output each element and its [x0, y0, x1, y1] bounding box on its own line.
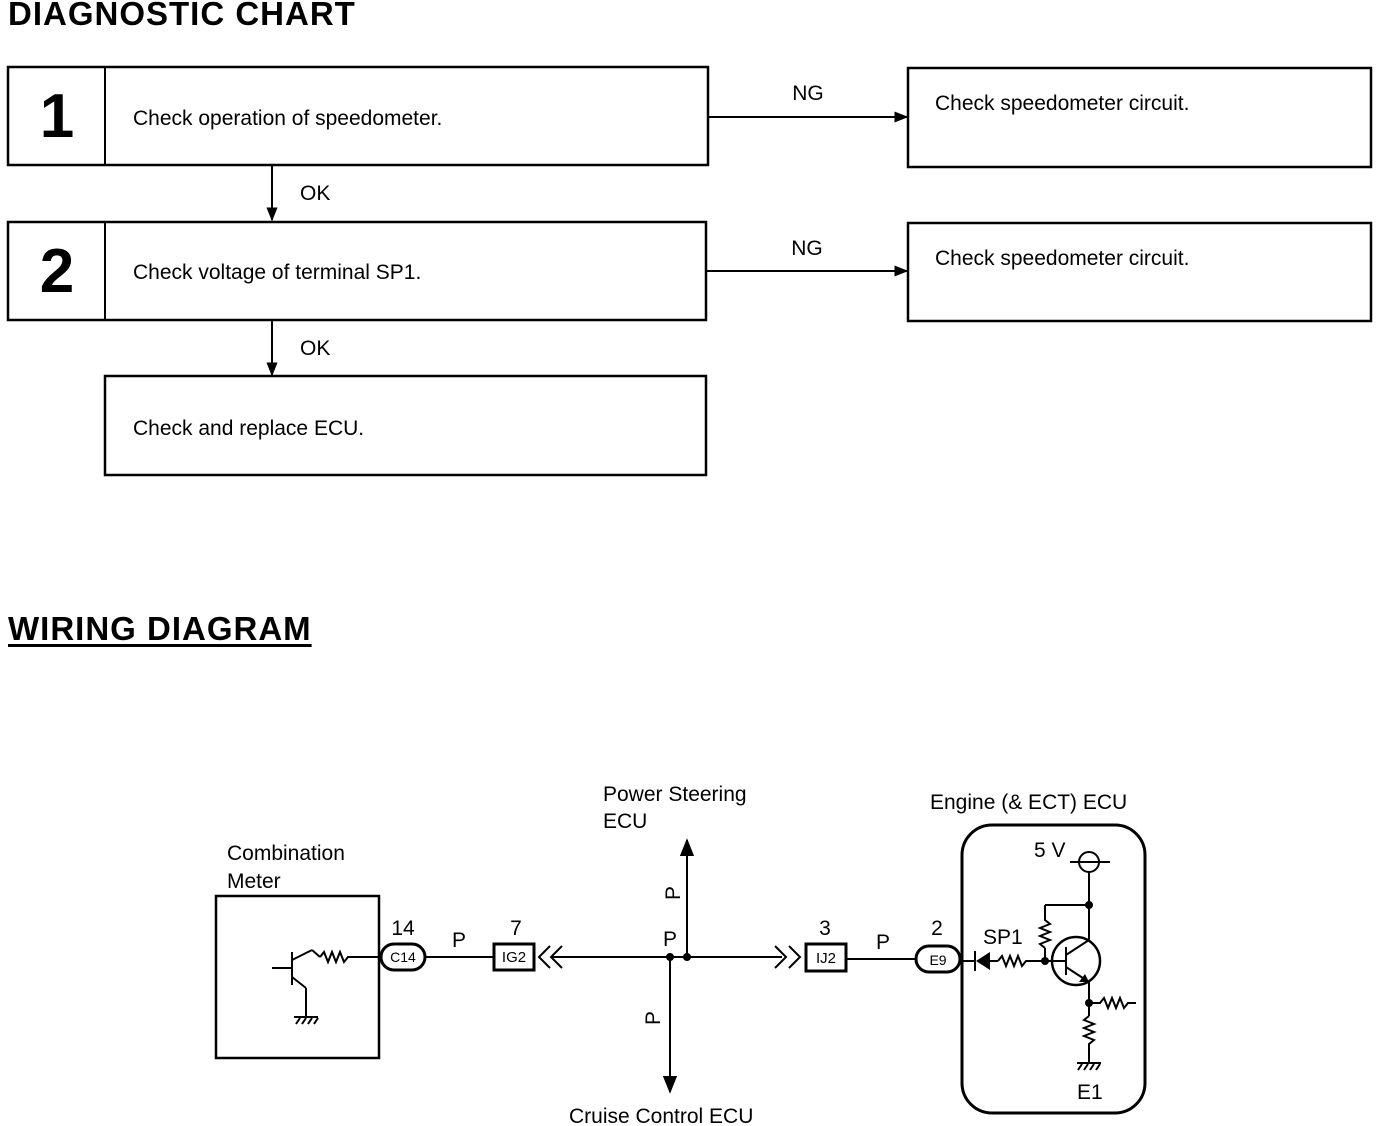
wiring-diagram-title: WIRING DIAGRAM	[8, 610, 312, 647]
voltage-source-icon	[1070, 851, 1110, 873]
final-step-text: Check and replace ECU.	[133, 417, 364, 440]
step-2-number: 2	[40, 237, 74, 306]
ground-icon	[1077, 1062, 1101, 1071]
step-2-ng-result: Check speedometer circuit.	[906, 221, 1373, 323]
ecu-transistor-icon	[1045, 905, 1102, 1003]
combination-meter-label-1: Combination	[227, 842, 345, 865]
step-1-box	[6, 65, 710, 167]
connector-ij2-label: IJ2	[816, 950, 836, 967]
connector-c14-pin: 14	[391, 917, 415, 940]
voltage-label: 5 V	[1034, 839, 1066, 862]
step-1-ng-result-text: Check speedometer circuit.	[935, 92, 1189, 115]
cruise-control-ecu-label: Cruise Control ECU	[569, 1105, 753, 1126]
pullup-resistor-icon	[1037, 905, 1053, 949]
connector-e9-pin: 2	[931, 917, 943, 940]
step-1-ng-label: NG	[792, 82, 824, 105]
connector-ig2-pin: 7	[510, 917, 522, 940]
connector-ig2: 7 IG2	[492, 917, 563, 972]
diagnostic-chart-title: DIAGNOSTIC CHART	[8, 0, 356, 32]
terminal-sp1-label: SP1	[983, 926, 1023, 949]
combination-meter-label-2: Meter	[227, 870, 281, 893]
input-resistor-icon	[997, 953, 1045, 969]
power-steering-ecu-label-1: Power Steering	[603, 783, 747, 806]
connector-c14: 14 C14	[379, 917, 427, 972]
step-2-ng-label: NG	[791, 237, 823, 260]
connector-ig2-label: IG2	[502, 949, 526, 966]
step-1-text: Check operation of speedometer.	[133, 107, 442, 130]
step-2-box	[6, 220, 708, 322]
step-2-ok-label: OK	[300, 337, 330, 360]
connector-c14-label: C14	[390, 949, 416, 965]
step-1-number: 1	[40, 82, 74, 151]
connector-e9-label: E9	[929, 952, 946, 968]
wire-color-p-down: P	[642, 1011, 665, 1025]
power-steering-ecu-label-2: ECU	[603, 810, 647, 833]
connector-ij2: 3 IJ2	[774, 917, 848, 973]
step-1-ok-label: OK	[300, 182, 330, 205]
combination-meter: Combination Meter	[214, 842, 381, 1060]
engine-ecu: Engine (& ECT) ECU SP1 5 V	[930, 791, 1147, 1115]
wire-color-p-up: P	[662, 886, 685, 900]
side-resistor-icon	[1089, 995, 1136, 1011]
step-1-ng-result: Check speedometer circuit.	[906, 66, 1373, 169]
step-2-text: Check voltage of terminal SP1.	[133, 261, 421, 284]
meter-transistor-icon	[272, 949, 380, 1025]
terminal-e1-label: E1	[1077, 1081, 1103, 1104]
connector-ij2-pin: 3	[819, 917, 831, 940]
wire-color-p-junction: P	[663, 928, 677, 951]
wire-color-p-1: P	[452, 929, 466, 952]
step-1: 1 Check operation of speedometer.	[6, 65, 710, 167]
ground-resistor-icon	[1081, 1015, 1097, 1062]
engine-ecu-label: Engine (& ECT) ECU	[930, 791, 1127, 814]
connector-e9: 2 E9	[914, 917, 962, 974]
wire-color-p-2: P	[876, 931, 890, 954]
step-2-ng-result-text: Check speedometer circuit.	[935, 247, 1189, 270]
final-step: Check and replace ECU.	[103, 374, 708, 477]
step-2: 2 Check voltage of terminal SP1.	[6, 220, 708, 322]
diode-icon	[974, 951, 990, 971]
